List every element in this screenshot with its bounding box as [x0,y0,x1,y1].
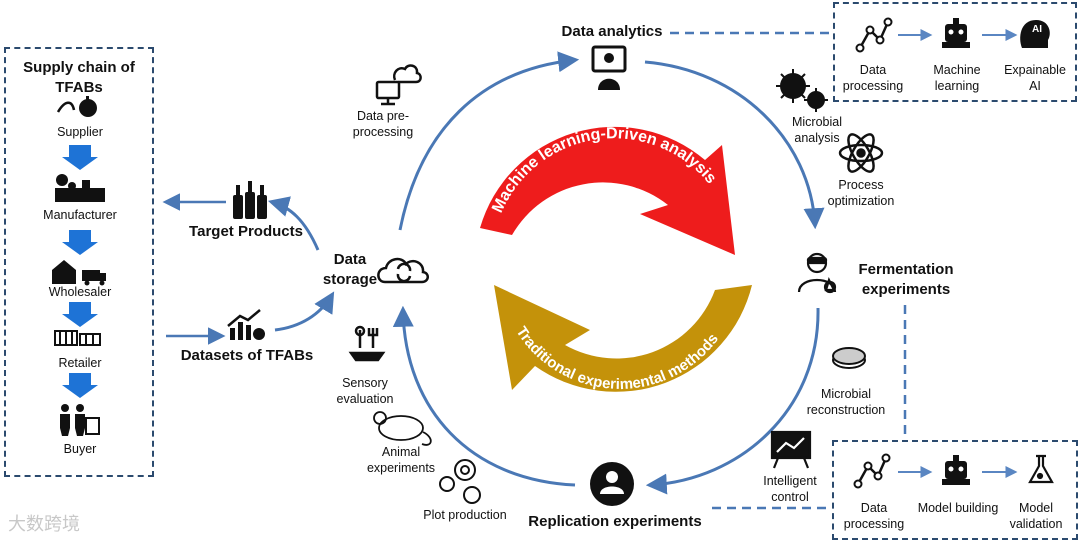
bottom-ml-box [832,440,1078,540]
robot-icon-bottom [942,455,970,485]
supply-step-wholesaler: Wholesaler [48,285,112,299]
scientist-icon [797,252,837,294]
graph-nodes-icon-bottom [856,457,888,485]
top-box-machine-learning: Machine learning [933,63,981,93]
top-box-explainable-ai: Expainable AI [1004,63,1066,93]
robot-icon-top [942,18,970,48]
cloud-computer-icon [375,64,422,106]
top-box-data-processing: Data processing [842,63,904,93]
sensory-tools-icon [348,325,386,362]
plot-production-label: Plot production [423,508,507,522]
factory-icon [55,174,105,202]
data-analytics-label: Data analytics [561,23,663,40]
arrow-storage-to-products [267,196,320,251]
down-arrow-4 [62,373,98,398]
arc-analytics-to-fermentation [644,60,825,230]
replication-label: Replication experiments [528,513,702,530]
supply-step-buyer: Buyer [63,442,97,456]
cart-icon [54,330,101,346]
microbial-analysis-label: Microbial analysis [791,115,842,145]
data-storage-label: Data storage [322,251,378,288]
supply-chain-title: Supply chain of TFABs [23,59,135,96]
flask-icon [1028,454,1054,484]
target-products-label: Target Products [189,223,303,240]
top-ml-box [833,2,1077,102]
preprocessing-label: Data pre-processing [352,109,414,139]
atom-icon [838,133,884,173]
warehouse-truck-icon [52,260,106,286]
buyer-icon [60,404,100,436]
ml-driven-arrow [480,126,735,255]
bottom-box-data-processing: Data processing [843,501,905,531]
graph-nodes-icon-top [858,21,890,49]
bottom-box-model-building: Model building [917,501,999,515]
ai-badge: AI [1032,24,1042,35]
supply-step-supplier: Supplier [57,125,103,139]
arc-storage-to-analytics [398,51,580,231]
top-box-flow [855,17,1050,53]
cloud-sync-icon [377,257,429,284]
down-arrow-1 [62,145,98,170]
supply-chain-box [4,47,154,477]
supply-step-manufacturer: Manufacturer [43,208,117,222]
process-optimization-label: Process optimization [827,178,895,208]
ml-arrow-text: Machine learning-Driven analysis [489,125,719,215]
animal-experiments-label: Animal experiments [366,445,436,475]
petri-dish-icon [832,347,866,369]
supply-step-retailer: Retailer [58,356,102,370]
sensory-evaluation-label: Sensory evaluation [336,376,394,406]
datasets-chart-icon [227,309,265,340]
supply-down-arrows [62,145,98,398]
down-arrow-3 [62,302,98,327]
chart-board-icon [770,430,812,469]
arc-fermentation-to-replication [645,307,820,495]
datasets-label: Datasets of TFABs [180,347,314,364]
user-circle-icon [590,462,634,506]
watermark: 大数跨境 [8,514,80,535]
supplier-icon [56,96,97,117]
fermentation-label: Fermentation experiments [858,261,954,298]
arc-replication-to-storage [392,305,576,487]
microbial-reconstruction-label: Microbial reconstruction [806,387,886,417]
intelligent-control-label: Intelligent control [763,474,817,504]
presenter-icon [591,45,627,90]
mouse-icon [373,411,432,446]
down-arrow-2 [62,230,98,255]
gears-icon [439,459,481,504]
trad-arrow-text: Traditional experimental methods [512,324,721,393]
ml-arrow-textpath: Machine learning-Driven analysis [489,125,719,215]
bottles-icon [233,181,267,219]
trad-arrow-textpath: Traditional experimental methods [512,324,721,393]
microbe-icon [776,69,828,112]
bottom-box-model-validation: Model validation [1009,501,1063,531]
bottom-box-flow [853,453,1054,489]
traditional-arrow [494,285,752,392]
arrow-datasets-to-storage [274,291,335,332]
ai-head-icon [1020,20,1050,48]
